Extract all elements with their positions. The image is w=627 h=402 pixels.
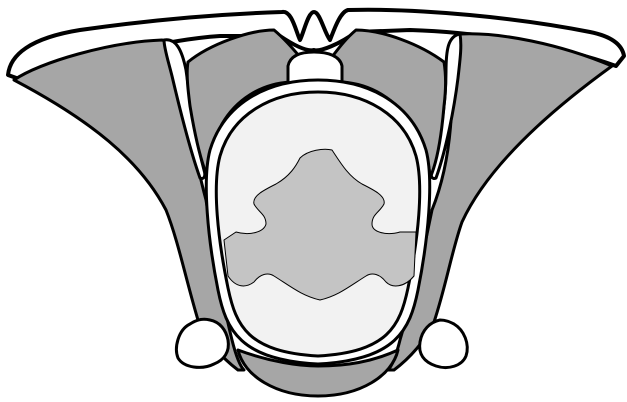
right-bottom-knob <box>420 320 468 368</box>
left-bottom-knob <box>177 319 229 367</box>
